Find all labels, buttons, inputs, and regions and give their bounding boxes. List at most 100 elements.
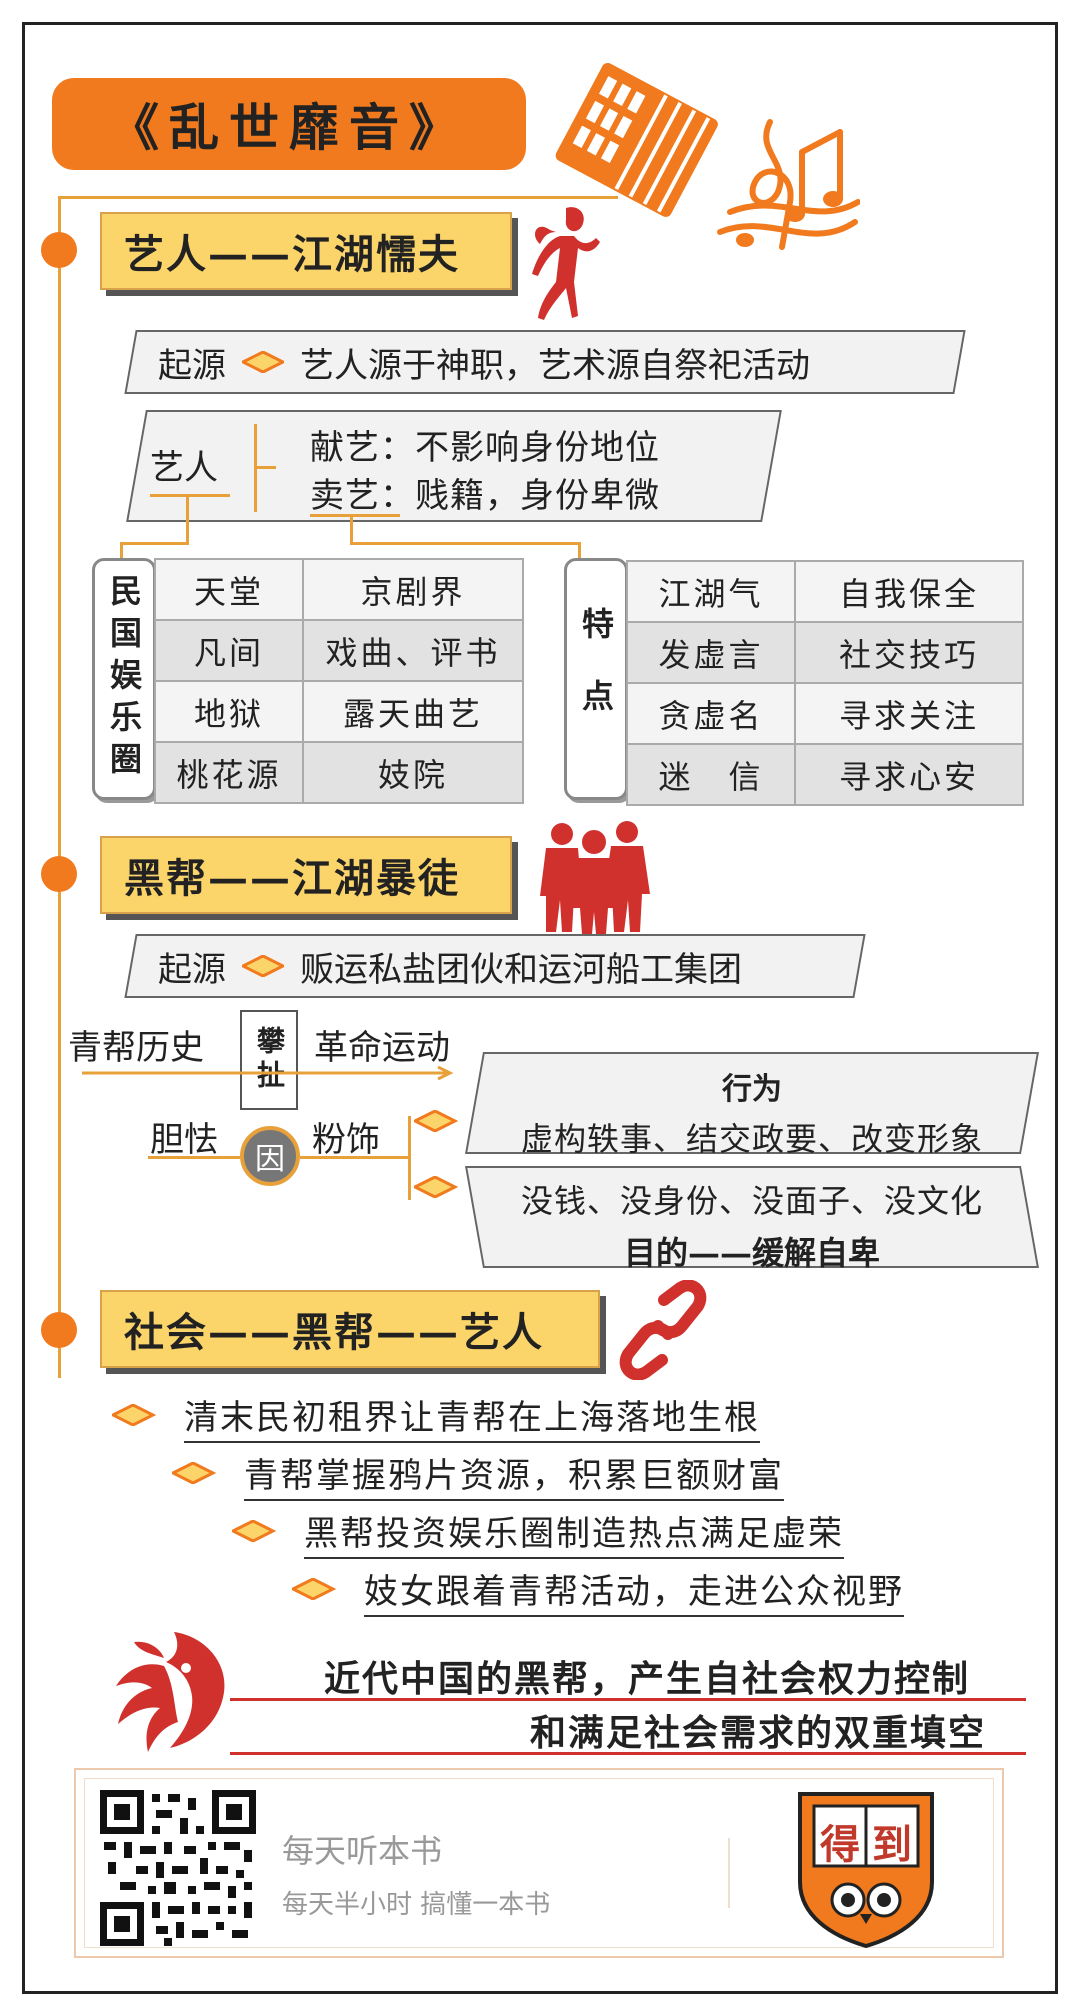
footer-subslogan: 每天半小时 搞懂一本书 <box>282 1890 551 1920</box>
table-cell: 江湖气 <box>626 560 796 623</box>
page-title: 《乱世靡音》 <box>52 78 526 170</box>
connector <box>350 516 353 542</box>
table-row: 凡间戏曲、评书 <box>154 619 524 682</box>
table-cell: 露天曲艺 <box>302 680 524 743</box>
connector <box>120 542 123 560</box>
footer-slogan: 每天听本书 <box>282 1832 443 1870</box>
artist-bracket-tick <box>254 466 276 469</box>
behavior-title: 行为 <box>722 1072 782 1107</box>
accordion-music-illustration <box>555 62 860 250</box>
section2-origin-banner: 起源 贩运私盐团伙和运河船工集团 <box>124 934 866 998</box>
decorate-bracket <box>408 1116 411 1200</box>
conclusion-line-1: 近代中国的黑帮，产生自社会权力控制 <box>324 1658 971 1700</box>
table-cell: 地狱 <box>154 680 304 743</box>
climb-box: 攀扯 <box>240 1010 298 1110</box>
timeline-line <box>58 196 61 1378</box>
history-arrow <box>82 1066 454 1080</box>
table-cell: 社交技巧 <box>794 621 1024 684</box>
table-cell: 迷 信 <box>626 743 796 806</box>
table-cell: 京剧界 <box>302 558 524 621</box>
connector <box>578 542 581 560</box>
diamond-icon <box>414 1110 458 1132</box>
origin-text: 贩运私盐团伙和运河船工集团 <box>300 949 742 990</box>
table-cell: 天堂 <box>154 558 304 621</box>
qingbang-history-label: 青帮历史 <box>68 1028 204 1068</box>
revolution-label: 革命运动 <box>314 1028 450 1068</box>
list-item: 妓女跟着青帮活动，走进公众视野 <box>364 1564 904 1617</box>
footer-divider <box>728 1838 730 1908</box>
page-frame <box>22 22 1058 1994</box>
behavior-box: 行为 虚构轶事、结交政要、改变形象 <box>465 1052 1039 1158</box>
table-cell: 桃花源 <box>154 741 304 804</box>
decorate-underline <box>300 1156 408 1159</box>
table-row: 贪虚名寻求关注 <box>626 682 1024 745</box>
table-cell: 发虚言 <box>626 621 796 684</box>
connector <box>120 542 189 545</box>
timid-label: 胆怯 <box>150 1120 218 1160</box>
section2-heading: 黑帮——江湖暴徒 <box>100 836 512 914</box>
traits-table: 江湖气自我保全 发虚言社交技巧 贪虚名寻求关注 迷 信寻求心安 <box>626 560 1024 806</box>
table-cell: 寻求关注 <box>794 682 1024 745</box>
origin-label: 起源 <box>158 949 226 990</box>
timeline-dot-1 <box>41 232 77 268</box>
diamond-icon <box>292 1578 336 1600</box>
artist-label: 艺人 <box>150 448 218 488</box>
diamond-icon <box>172 1462 216 1484</box>
purpose-box: 没钱、没身份、没面子、没文化 目的——缓解自卑 <box>465 1166 1039 1272</box>
table-row: 江湖气自我保全 <box>626 560 1024 623</box>
table-cell: 戏曲、评书 <box>302 619 524 682</box>
section3-heading: 社会——黑帮——艺人 <box>100 1290 600 1368</box>
timeline-dot-3 <box>41 1312 77 1348</box>
table-cell: 自我保全 <box>794 560 1024 623</box>
timid-underline <box>148 1156 240 1159</box>
table-cell: 贪虚名 <box>626 682 796 745</box>
sell-art-underline <box>310 514 400 517</box>
list-item: 黑帮投资娱乐圈制造热点满足虚荣 <box>304 1506 844 1559</box>
behavior-text: 虚构轶事、结交政要、改变形象 <box>520 1120 983 1158</box>
table-row: 发虚言社交技巧 <box>626 621 1024 684</box>
logo-char-2: 到 <box>872 1821 912 1868</box>
diamond-icon <box>112 1404 156 1426</box>
shield-icon <box>798 1792 934 1948</box>
artist-line-2: 卖艺：贱籍，身份卑微 <box>310 476 660 516</box>
logo-char-1: 得 <box>820 1821 860 1868</box>
list-item: 清末民初租界让青帮在上海落地生根 <box>184 1390 760 1443</box>
gangsters-icon <box>540 821 650 934</box>
diamond-icon <box>242 955 284 977</box>
qr-code-icon[interactable] <box>100 1790 256 1946</box>
decorate-label: 粉饰 <box>312 1120 380 1160</box>
origin-label: 起源 <box>158 345 226 386</box>
conclusion-underline-1 <box>230 1698 1026 1701</box>
traits-label: 特点 <box>564 558 628 800</box>
phoenix-icon <box>116 1632 225 1752</box>
diamond-icon <box>232 1520 276 1542</box>
origin-text: 艺人源于神职，艺术源自祭祀活动 <box>300 345 810 386</box>
timeline-dot-2 <box>41 856 77 892</box>
table-row: 桃花源妓院 <box>154 741 524 804</box>
table-row: 地狱露天曲艺 <box>154 680 524 743</box>
cause-circle: 因 <box>240 1126 300 1186</box>
timeline-top-connector <box>58 196 618 199</box>
list-item: 青帮掌握鸦片资源，积累巨额财富 <box>244 1448 784 1501</box>
diamond-icon <box>414 1176 458 1198</box>
chain-link-icon <box>619 1280 707 1380</box>
entertainment-circle-label: 民国娱乐圈 <box>92 558 156 800</box>
connector <box>350 542 580 545</box>
table-cell: 寻求心安 <box>794 743 1024 806</box>
table-cell: 凡间 <box>154 619 304 682</box>
dedao-logo: 得 到 <box>796 1790 936 1948</box>
table-row: 迷 信寻求心安 <box>626 743 1024 806</box>
purpose-text: 没钱、没身份、没面子、没文化 <box>520 1182 983 1220</box>
entertainment-circle-table: 天堂京剧界 凡间戏曲、评书 地狱露天曲艺 桃花源妓院 <box>154 558 524 804</box>
purpose-title: 目的——缓解自卑 <box>623 1234 880 1272</box>
table-row: 天堂京剧界 <box>154 558 524 621</box>
connector <box>186 496 189 542</box>
section1-heading: 艺人——江湖懦夫 <box>100 212 512 290</box>
dancer-icon <box>532 207 600 320</box>
section1-origin-banner: 起源 艺人源于神职，艺术源自祭祀活动 <box>124 330 966 394</box>
conclusion-underline-2 <box>230 1752 1026 1755</box>
conclusion-line-2: 和满足社会需求的双重填空 <box>530 1712 987 1754</box>
artist-line-1: 献艺：不影响身份地位 <box>310 428 660 468</box>
diamond-icon <box>242 351 284 373</box>
table-cell: 妓院 <box>302 741 524 804</box>
